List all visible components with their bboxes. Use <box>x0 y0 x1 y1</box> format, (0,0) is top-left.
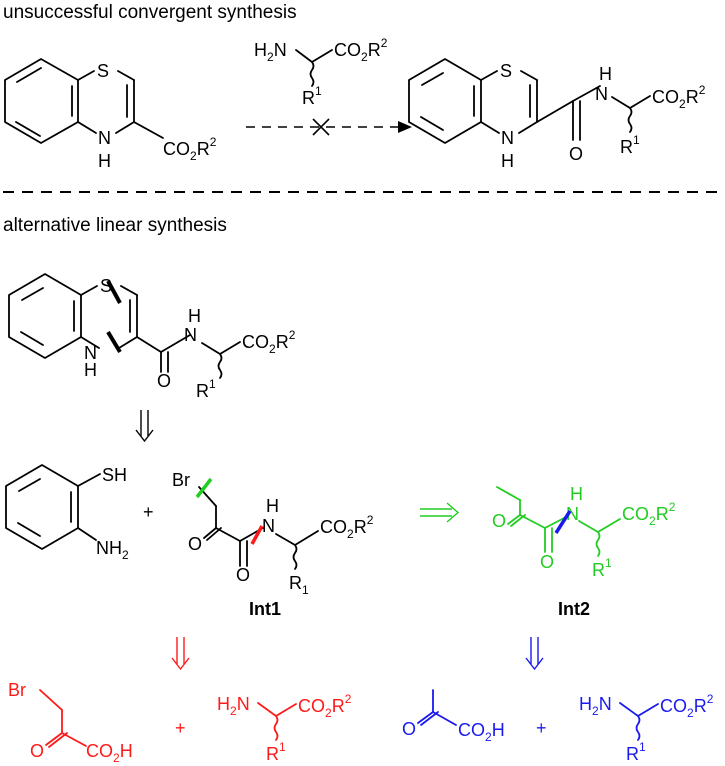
target-molecule <box>8 273 241 379</box>
int1-R1: R1 <box>289 573 309 597</box>
amino-ester-reagent-text: H2N <box>254 40 287 64</box>
product-amide-N: N <box>595 84 608 104</box>
int1-molecule <box>198 486 319 570</box>
int1-ketone-O: O <box>188 534 202 554</box>
aminothiophenol-NH2: NH2 <box>96 538 129 562</box>
int1-label: Int1 <box>249 599 281 619</box>
target-amide-H: H <box>188 306 201 326</box>
int1-amide-N: N <box>262 516 275 536</box>
int1-disconnection-green <box>195 477 213 499</box>
int1-disconnection-red <box>250 525 264 545</box>
bromopyruvic-CO2H: CO2H <box>86 741 133 765</box>
benzothiazine-H-atom: H <box>98 151 111 171</box>
amino-ester-red-H2N: H2N <box>217 694 250 718</box>
benzothiazine-ester-molecule <box>4 58 164 144</box>
product-NH-atom: N <box>501 128 514 148</box>
int2-R1: R1 <box>592 556 612 580</box>
pyruvic-CO2H: CO2H <box>458 720 505 744</box>
amino-ester-blue-molecule <box>619 702 659 741</box>
int1-ester: CO2R2 <box>320 513 374 541</box>
int2-amide-O: O <box>540 552 554 572</box>
bromopyruvic-Br: Br <box>8 680 26 700</box>
amino-ester-red-R1: R1 <box>266 740 286 764</box>
amino-ester-blue-H2N: H2N <box>579 694 612 718</box>
benzothiazine-ester-group: CO2R2 <box>163 135 217 163</box>
retro-arrow-down-red <box>171 637 190 671</box>
amino-ester-reagent-top <box>295 49 333 87</box>
pyruvic-acid-molecule <box>417 689 457 726</box>
int2-amide-H: H <box>570 484 583 504</box>
int2-amide-N: N <box>566 504 579 524</box>
aminothiophenol-SH: SH <box>102 465 127 485</box>
target-H-atom: H <box>84 360 97 380</box>
failure-cross-icon <box>312 118 330 136</box>
product-amide-O: O <box>569 144 583 164</box>
int2-ketone-O: O <box>492 511 506 531</box>
pyruvic-O: O <box>402 719 416 739</box>
int1-amide-O: O <box>236 565 250 585</box>
section-title-convergent: unsuccessful convergent synthesis <box>3 2 297 23</box>
int2-ester: CO2R2 <box>622 500 676 528</box>
target-amide-O: O <box>157 371 171 391</box>
product-amide-H: H <box>599 64 612 84</box>
aminothiophenol-molecule <box>5 464 101 550</box>
retro-arrow-down-black <box>135 410 154 443</box>
plus-sign-red: + <box>175 718 186 738</box>
int1-Br: Br <box>172 470 190 490</box>
failed-arrow-head <box>398 121 412 133</box>
int2-molecule <box>496 486 621 557</box>
benzothiazine-S-atom: S <box>97 61 109 81</box>
amino-ester-reagent-ester: CO2R2 <box>334 36 388 64</box>
bromopyruvic-acid-molecule <box>39 689 87 748</box>
amino-ester-red-ester: CO2R2 <box>298 692 352 720</box>
product-S-atom: S <box>500 61 512 81</box>
amino-ester-blue-R1: R1 <box>626 740 646 764</box>
disconnection-marks-black <box>106 280 122 354</box>
amino-ester-red-molecule <box>257 702 297 741</box>
retro-arrow-down-blue <box>525 637 544 671</box>
section-title-linear: alternative linear synthesis <box>3 215 227 236</box>
amino-ester-reagent-R1: R1 <box>302 84 322 108</box>
product-H-atom: H <box>501 151 514 171</box>
target-amide-N: N <box>184 325 197 345</box>
amino-ester-blue-ester: CO2R2 <box>660 692 714 720</box>
target-S-atom: S <box>100 276 112 296</box>
product-R1: R1 <box>620 133 640 157</box>
int2-label: Int2 <box>558 599 590 619</box>
bromopyruvic-O: O <box>30 741 44 761</box>
target-R1: R1 <box>196 377 216 401</box>
int2-disconnection-blue <box>554 510 572 534</box>
target-NH-atom: N <box>84 343 97 363</box>
plus-sign-1: + <box>143 502 154 522</box>
target-ester: CO2R2 <box>242 328 296 356</box>
plus-sign-blue: + <box>536 718 547 738</box>
int1-amide-H: H <box>266 496 279 516</box>
benzothiazine-amide-product <box>408 58 651 144</box>
retro-arrow-right-green <box>420 502 460 523</box>
benzothiazine-NH-atom: N <box>98 128 111 148</box>
product-ester: CO2R2 <box>652 83 706 111</box>
